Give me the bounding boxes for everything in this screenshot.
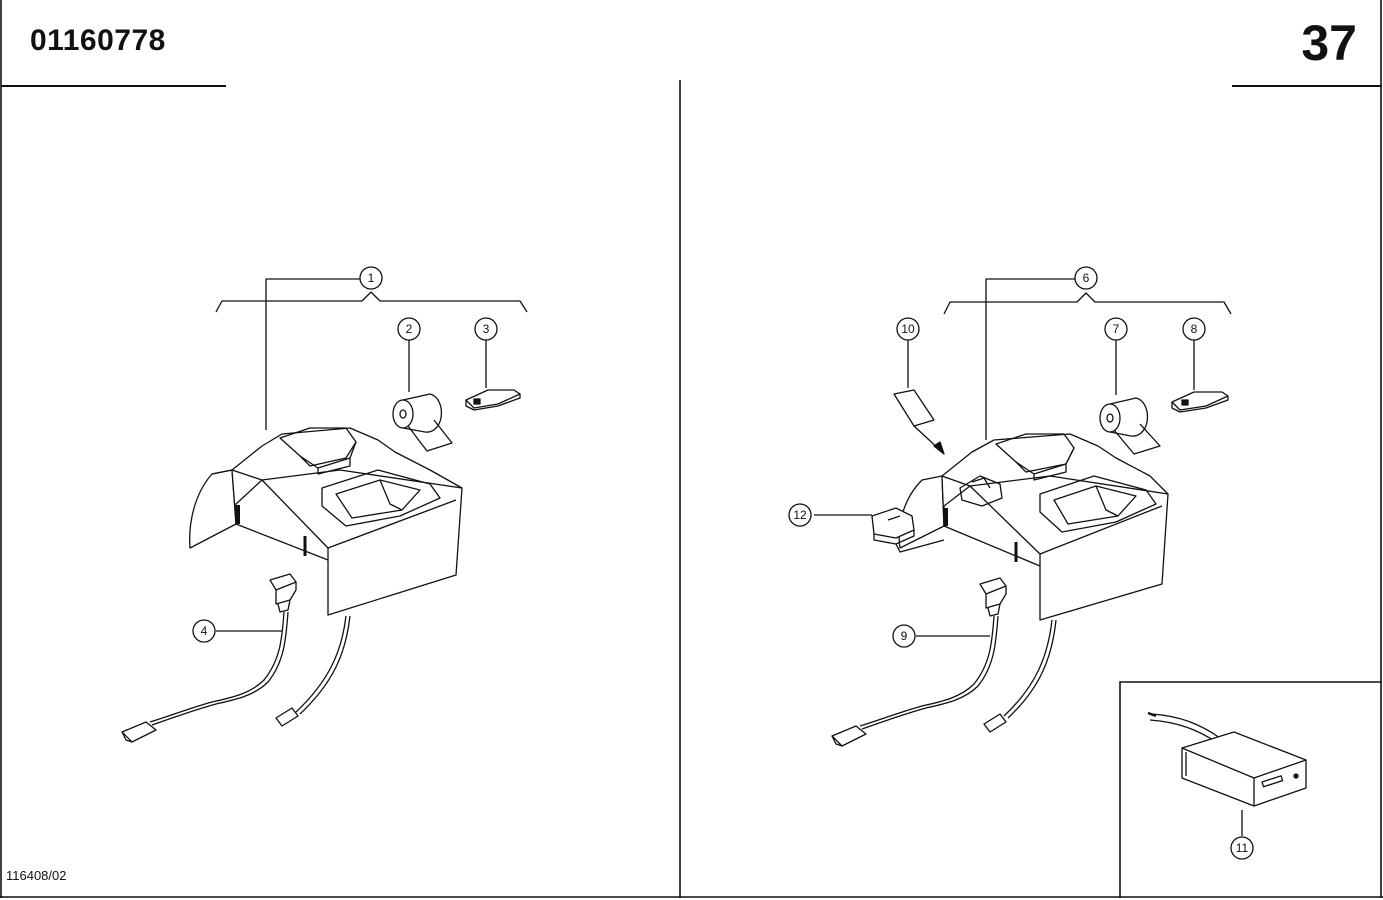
callout-12: 12 [788, 503, 812, 527]
callout-7: 7 [1104, 317, 1128, 341]
callout-9: 9 [892, 624, 916, 648]
callout-3: 3 [474, 317, 498, 341]
svg-text:10: 10 [901, 322, 915, 336]
svg-text:3: 3 [483, 322, 490, 336]
page-number: 37 [1301, 15, 1357, 71]
left-assembly [121, 278, 528, 743]
callout-11: 11 [1230, 836, 1254, 860]
callout-8: 8 [1182, 317, 1206, 341]
svg-text:9: 9 [901, 629, 908, 643]
callout-6: 6 [1074, 266, 1098, 290]
callout-4: 4 [192, 619, 216, 643]
document-number: 01160778 [30, 24, 166, 57]
svg-text:8: 8 [1191, 322, 1198, 336]
svg-text:11: 11 [1236, 841, 1249, 855]
callout-1: 1 [359, 266, 383, 290]
callout-2: 2 [397, 317, 421, 341]
right-assembly [814, 278, 1232, 747]
svg-text:7: 7 [1113, 322, 1120, 336]
callouts: 1 2 3 4 6 7 8 9 [192, 266, 1254, 860]
svg-text:4: 4 [201, 624, 208, 638]
callout-10: 10 [896, 317, 920, 341]
reference-code: 116408/02 [6, 868, 67, 883]
svg-text:2: 2 [406, 322, 413, 336]
inset-module [1147, 711, 1307, 836]
svg-text:1: 1 [368, 271, 375, 285]
svg-text:12: 12 [793, 508, 807, 522]
svg-text:6: 6 [1083, 271, 1090, 285]
